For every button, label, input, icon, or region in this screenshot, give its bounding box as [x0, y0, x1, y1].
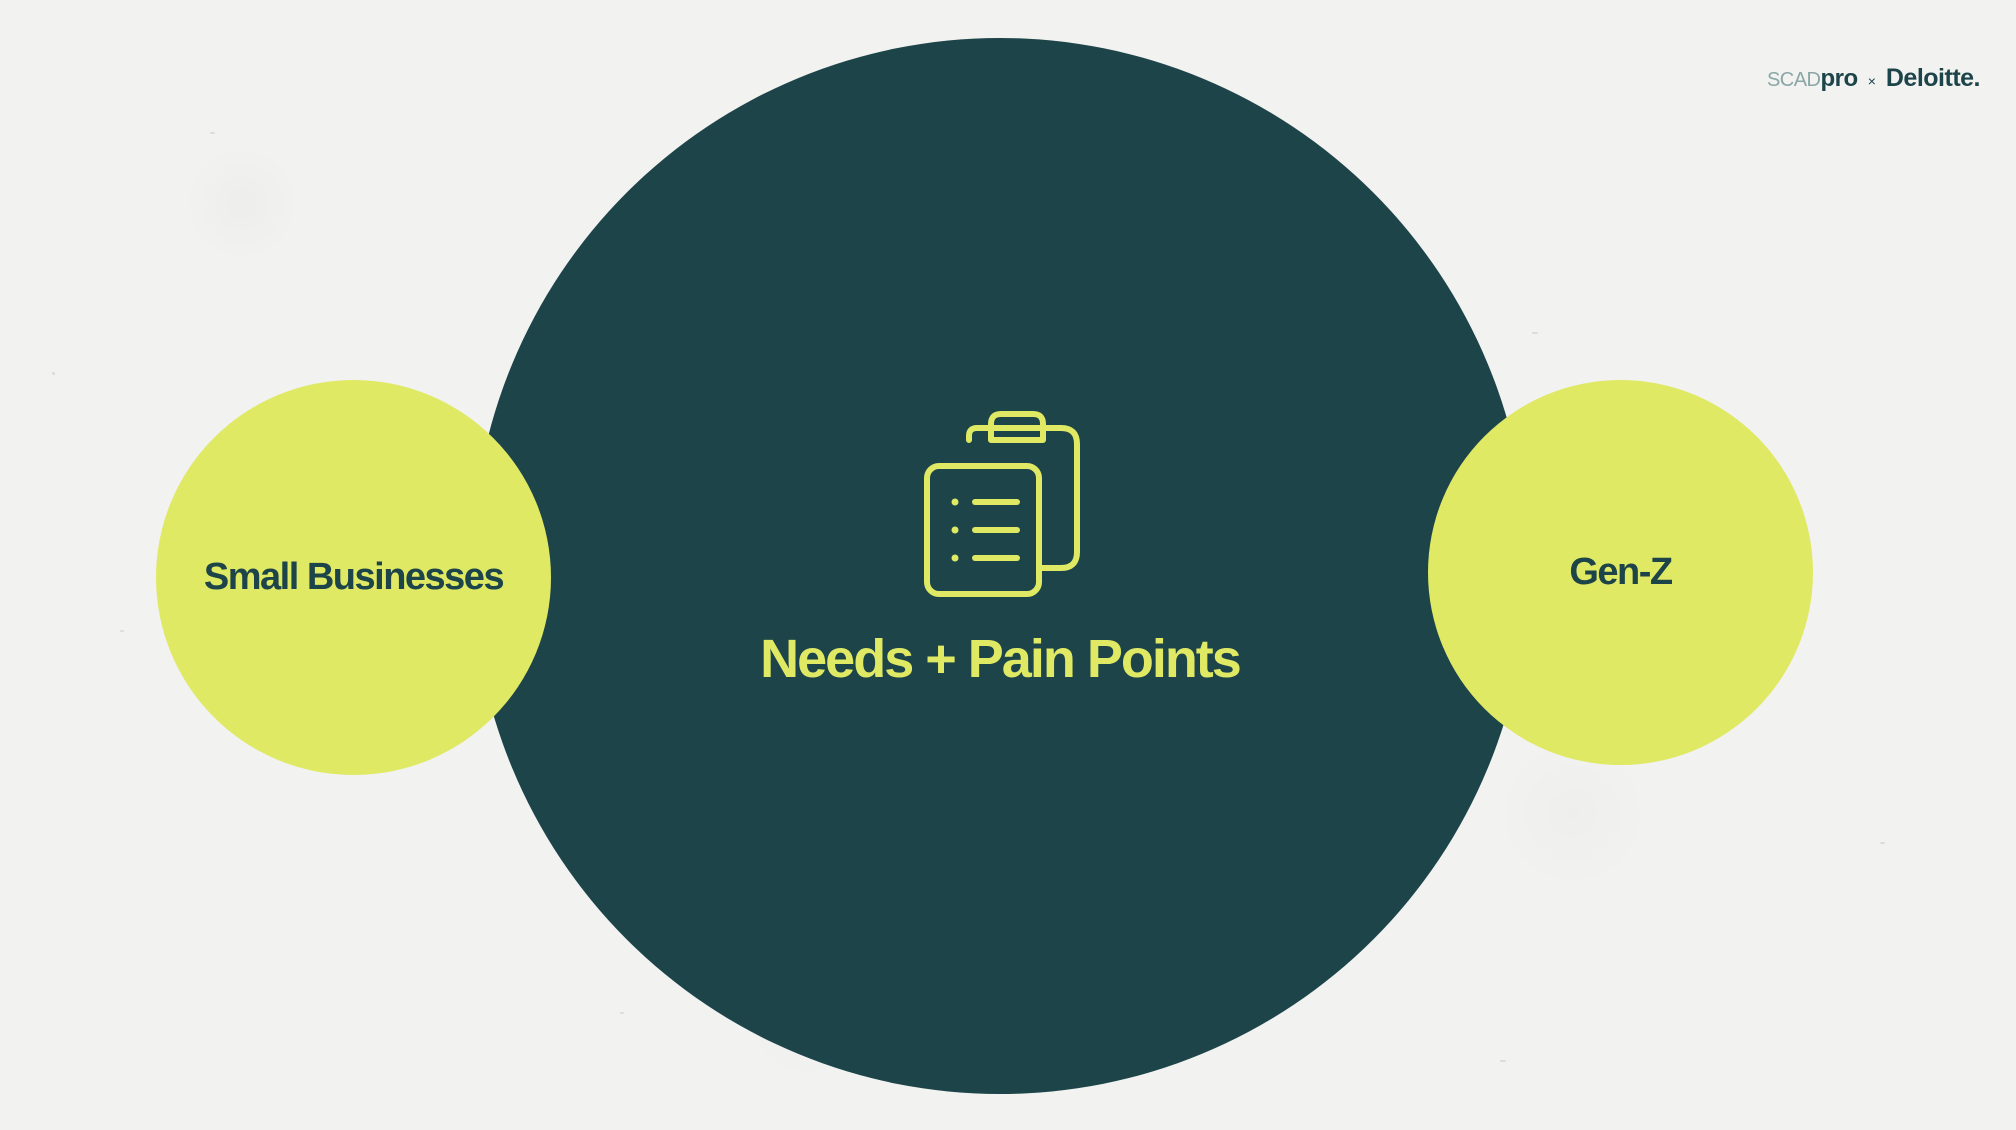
texture-fleck: [1500, 1060, 1506, 1062]
texture-fleck: [120, 630, 124, 632]
gen-z-circle: Gen-Z: [1428, 380, 1813, 765]
deloitte-logo: Deloitte.: [1885, 64, 1981, 92]
small-businesses-circle: Small Businesses: [156, 380, 551, 775]
logo-pro-text: pro: [1820, 65, 1859, 92]
logo-times-sign: ×: [1867, 73, 1876, 89]
center-content: Needs + Pain Points: [472, 410, 1528, 690]
scadpro-logo: SCAD pro: [1767, 65, 1858, 93]
small-businesses-label: Small Businesses: [203, 556, 505, 598]
texture-fleck: [1880, 842, 1885, 844]
center-title: Needs + Pain Points: [760, 629, 1242, 689]
texture-fleck: [210, 132, 215, 134]
texture-fleck: [620, 1012, 624, 1014]
logo-scad-text: SCAD: [1766, 69, 1821, 91]
scadpro-deloitte-logo: SCAD pro × Deloitte.: [1767, 64, 1981, 93]
texture-fleck: [1532, 332, 1538, 334]
clipboard-list-icon: [924, 411, 1080, 597]
texture-fleck: [52, 372, 55, 375]
gen-z-label: Gen-Z: [1569, 551, 1673, 593]
needs-pain-points-circle: [472, 38, 1528, 1094]
